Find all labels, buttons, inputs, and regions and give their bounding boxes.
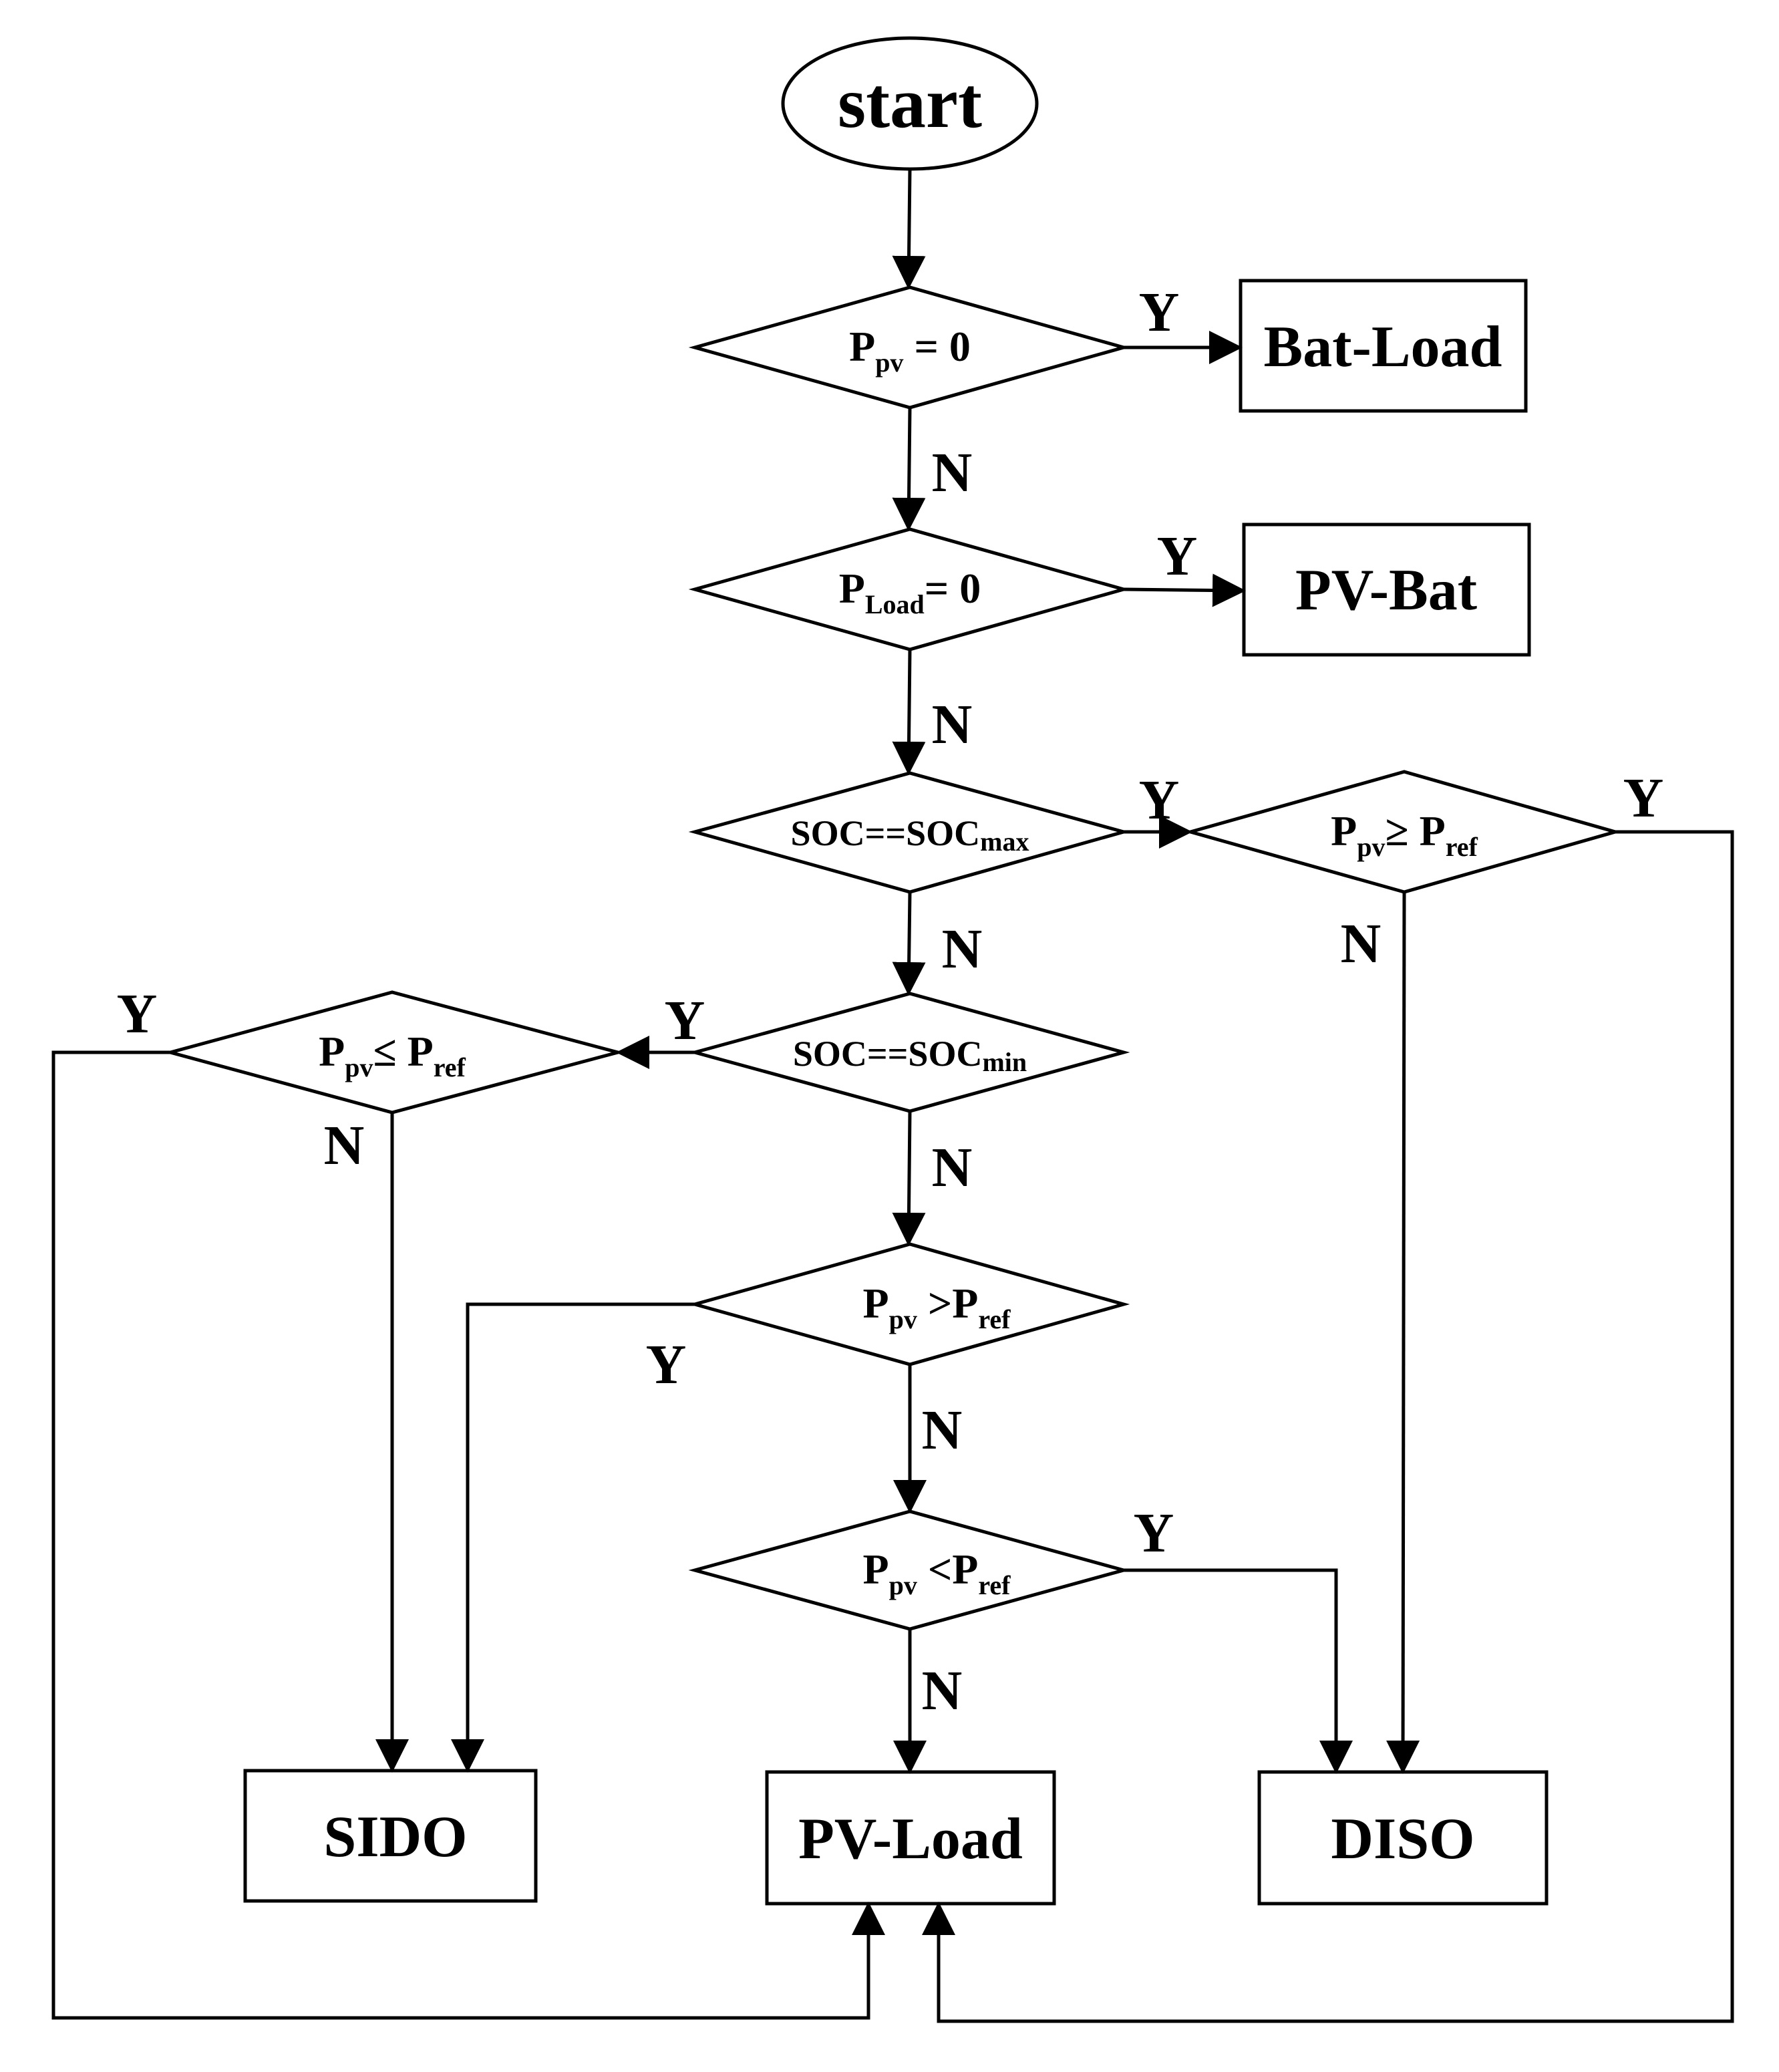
branch-label-soc-max-yes: Y bbox=[1139, 769, 1180, 831]
branch-label-ppv-ge-pref-yes: Y bbox=[1623, 767, 1664, 829]
mode-box-sido bbox=[243, 1769, 538, 1903]
decision-ppv-ge-pref-label: Ppv≥ Pref bbox=[1331, 807, 1478, 862]
mode-label-sido: SIDO bbox=[323, 1805, 467, 1870]
decision-soc-min-label: SOC==SOCmin bbox=[793, 1034, 1027, 1077]
mode-label-diso: DISO bbox=[1331, 1807, 1474, 1872]
branch-label-ppv-ge-pref-no: N bbox=[1341, 913, 1382, 975]
arrow-start-to-ppv-zero bbox=[892, 168, 926, 289]
mode-box-diso bbox=[1257, 1770, 1549, 1906]
decision-ppv-gt-pref-label: Ppv >Pref bbox=[862, 1280, 1011, 1334]
arrow-pload-zero-yes bbox=[1123, 573, 1246, 607]
branch-label-ppv-lt-pref-no: N bbox=[922, 1660, 963, 1722]
branch-label-ppv-zero-yes: Y bbox=[1139, 281, 1180, 343]
decision-ppv-zero-label: Ppv = 0 bbox=[849, 323, 971, 378]
arrow-soc-max-no bbox=[892, 891, 926, 996]
arrow-ppv-lt-pref-yes bbox=[1124, 1568, 1353, 1774]
arrow-ppv-le-pref-yes bbox=[51, 1050, 885, 2020]
arrow-ppv-ge-pref-yes bbox=[922, 830, 1734, 2023]
mode-label-pv-load: PV-Load bbox=[798, 1807, 1023, 1872]
start-label: start bbox=[838, 63, 982, 143]
branch-label-pload-zero-no: N bbox=[932, 694, 973, 756]
arrow-pload-zero-no bbox=[892, 649, 926, 775]
arrow-ppv-gt-pref-yes bbox=[451, 1302, 695, 1773]
mode-box-bat-load bbox=[1239, 279, 1528, 413]
arrow-ppv-ge-pref-no bbox=[1386, 891, 1420, 1774]
arrow-soc-min-no bbox=[892, 1111, 926, 1246]
decision-ppv-lt-pref-label: Ppv <Pref bbox=[862, 1545, 1011, 1600]
decision-ppv-gt-pref bbox=[688, 1242, 1130, 1366]
mode-label-bat-load: Bat-Load bbox=[1264, 315, 1502, 380]
branch-label-ppv-le-pref-yes: Y bbox=[117, 983, 158, 1045]
decision-soc-min bbox=[688, 992, 1130, 1113]
mode-label-pv-bat: PV-Bat bbox=[1295, 558, 1477, 623]
branch-label-ppv-le-pref-no: N bbox=[324, 1115, 365, 1177]
branch-label-ppv-zero-no: N bbox=[932, 442, 973, 504]
mode-box-pv-load bbox=[765, 1770, 1056, 1906]
branch-label-soc-min-no: N bbox=[932, 1137, 973, 1199]
branch-label-soc-min-yes: Y bbox=[665, 990, 705, 1052]
decision-soc-max-label: SOC==SOCmax bbox=[791, 813, 1029, 857]
mode-box-pv-bat bbox=[1242, 523, 1531, 657]
branch-label-ppv-gt-pref-yes: Y bbox=[646, 1334, 687, 1396]
decision-pload-zero-label: PLoad= 0 bbox=[839, 565, 981, 619]
branch-label-ppv-gt-pref-no: N bbox=[922, 1399, 963, 1461]
branch-label-ppv-lt-pref-yes: Y bbox=[1134, 1502, 1174, 1564]
arrow-ppv-zero-no bbox=[892, 407, 926, 531]
decision-ppv-le-pref-label: Ppv≤ Pref bbox=[319, 1028, 466, 1082]
branch-label-soc-max-no: N bbox=[942, 918, 983, 980]
branch-label-pload-zero-yes: Y bbox=[1157, 525, 1198, 587]
